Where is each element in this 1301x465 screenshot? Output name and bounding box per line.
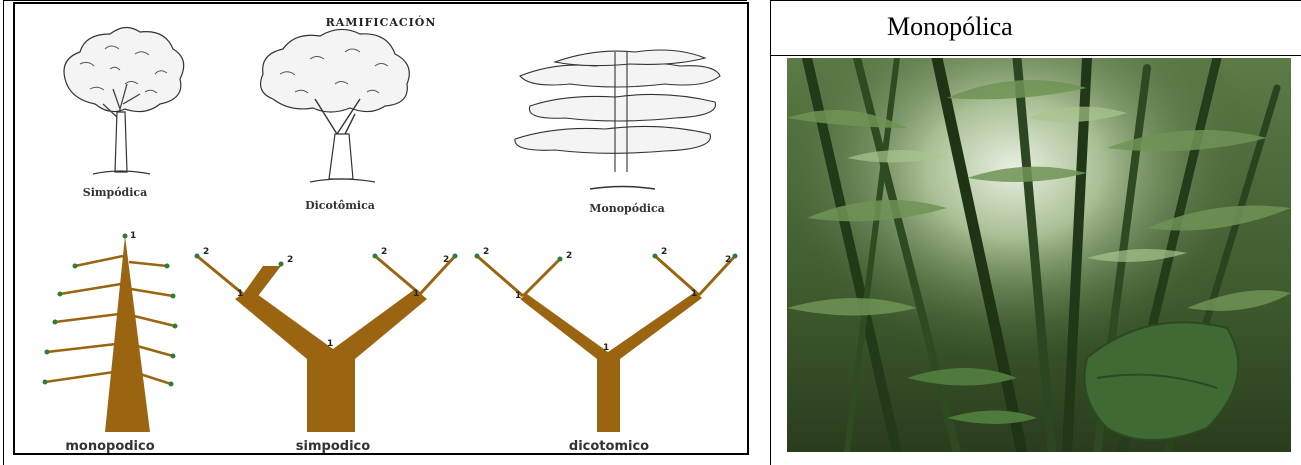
svg-text:1: 1 [603,343,609,353]
svg-text:2: 2 [381,247,387,257]
left-cell: RAMIFICACIÓN Simpódica Dicotômica [3,0,747,465]
tree-label-simpodica: Simpódica [83,186,148,199]
svg-text:1: 1 [237,289,243,299]
bamboo-photo-image [787,58,1291,452]
dichotomous-branching-diagram: 2 2 2 2 1 1 1 [475,247,738,432]
svg-text:1: 1 [515,291,521,301]
svg-text:2: 2 [443,255,449,265]
diagram-label-monopodico: monopodico [65,439,154,453]
svg-text:2: 2 [661,247,667,257]
svg-text:1: 1 [327,339,333,349]
simpodic-tree-drawing [64,27,184,174]
svg-text:2: 2 [483,247,489,257]
ramification-figure: RAMIFICACIÓN Simpódica Dicotômica [13,2,749,455]
monopodial-branching-diagram: 1 [43,231,178,432]
svg-text:2: 2 [725,255,731,265]
monopodic-tree-drawing [515,50,720,189]
photo-cell [770,56,1301,465]
diagram-label-dicotomico: dicotomico [569,439,649,453]
ramification-illustration: RAMIFICACIÓN Simpódica Dicotômica [15,4,747,453]
header-label: Monopólica [887,12,1013,42]
svg-text:2: 2 [203,247,209,257]
bamboo-photo [787,58,1291,452]
dichotomous-tree-drawing [261,29,410,182]
svg-text:1: 1 [130,231,136,241]
sympodial-branching-diagram: 2 2 2 2 1 1 1 [195,247,458,432]
tree-label-monopodica: Monopódica [589,202,665,215]
figure-title: RAMIFICACIÓN [326,15,437,29]
tree-label-dicotomica: Dicotômica [305,199,375,212]
diagram-label-simpodico: simpodico [296,439,370,453]
svg-text:1: 1 [691,289,697,299]
svg-text:1: 1 [413,289,419,299]
svg-text:2: 2 [287,255,293,265]
svg-text:2: 2 [566,251,572,261]
table-header-cell: Monopólica [770,0,1301,56]
